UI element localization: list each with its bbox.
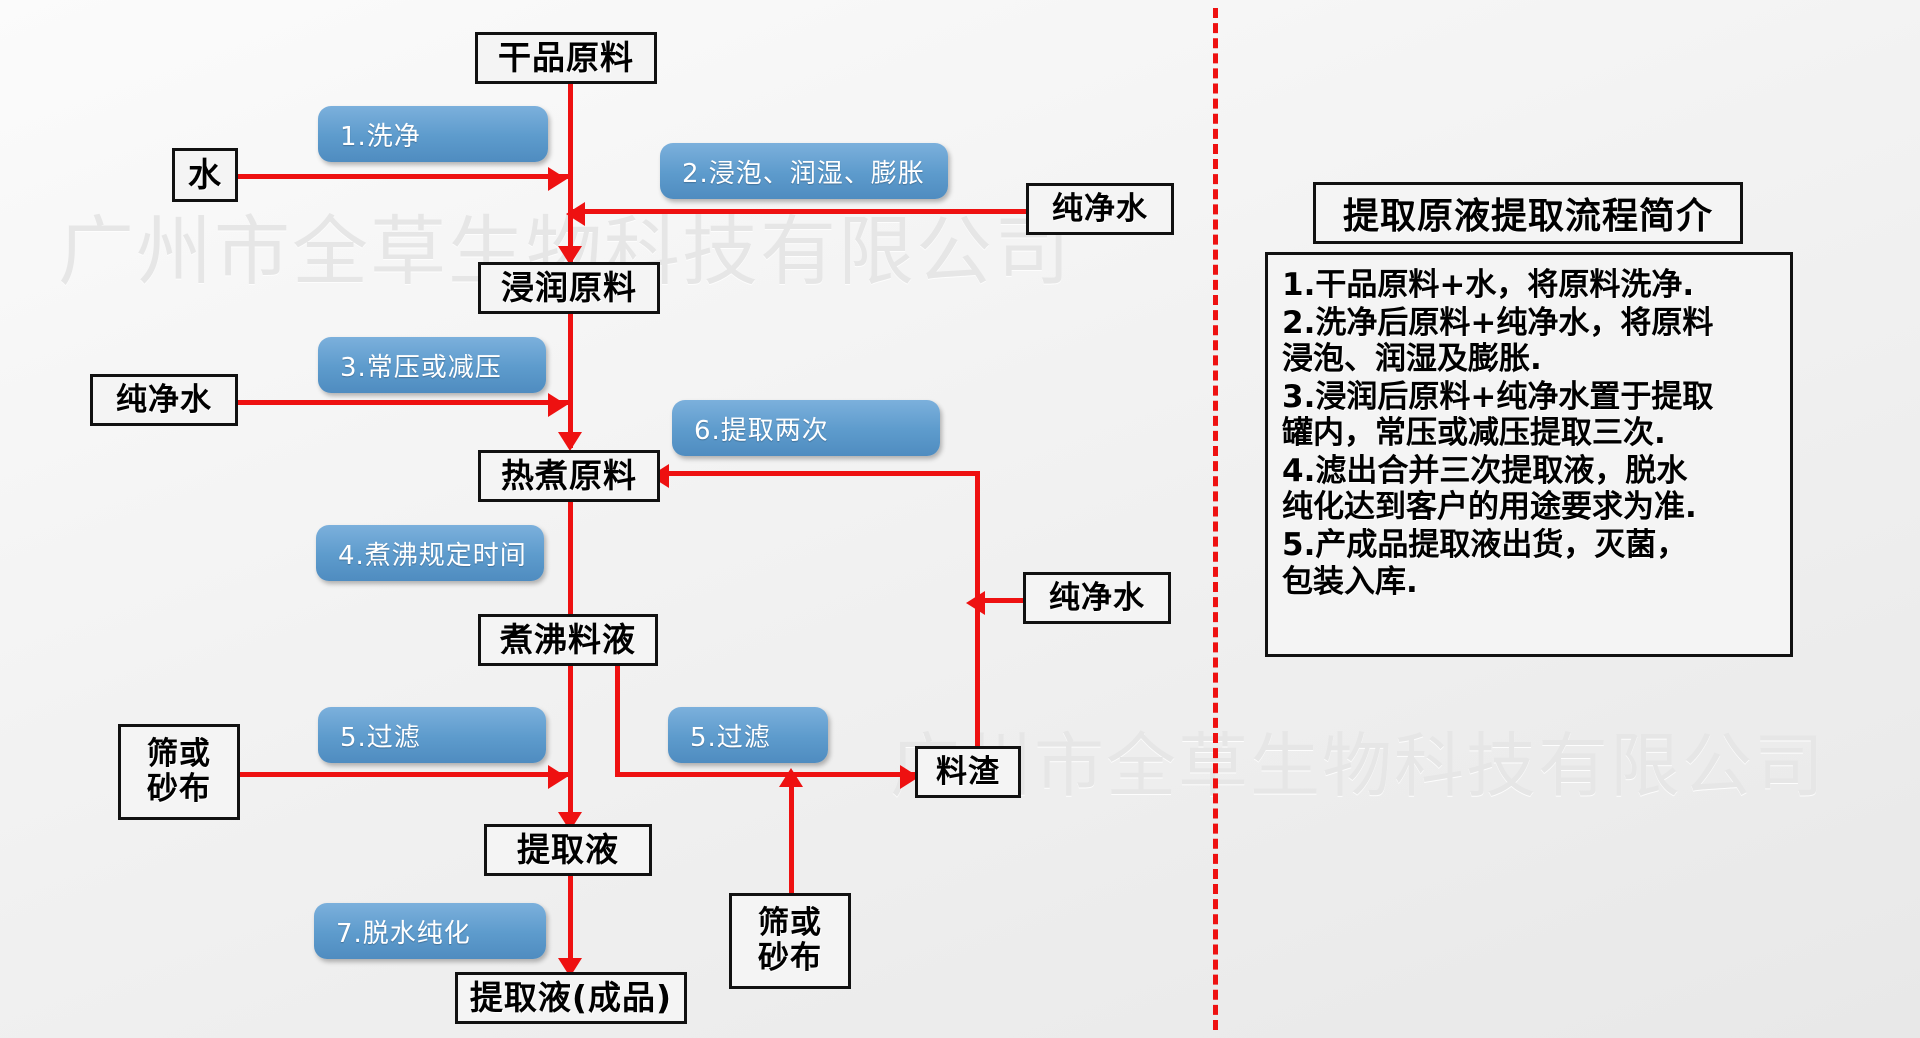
connector-dry-to-soaked: [568, 82, 573, 278]
node-sieve-cloth-1[interactable]: 筛或 砂布: [118, 724, 240, 820]
connector-hotboil-to-boiled: [568, 502, 573, 634]
connector-loop-top: [660, 471, 980, 476]
legend-item-3: 3.浸润后原料+纯净水置于提取 罐内，常压或减压提取三次.: [1282, 378, 1714, 452]
connector-sieve1-to-trunk: [240, 772, 573, 777]
step-label-5a[interactable]: 5.过滤: [318, 707, 546, 763]
node-boiled-liquid-label: 煮沸料液: [500, 619, 636, 659]
node-water-label: 水: [188, 154, 222, 194]
step-label-4[interactable]: 4.煮沸规定时间: [316, 525, 544, 581]
arrow-dry-to-soaked: [558, 246, 582, 265]
connector-purewater3-to-loop: [978, 598, 1023, 603]
legend-item-5: 5.产成品提取液出货，灭菌， 包装入库.: [1282, 527, 1688, 600]
arrow-water-to-trunk: [548, 167, 567, 191]
connector-boiled-to-residue-v: [615, 664, 620, 775]
connector-purewater2-to-trunk: [238, 400, 573, 405]
node-hot-boil-material[interactable]: 热煮原料: [478, 450, 660, 502]
arrow-sieve1-to-trunk: [548, 765, 567, 789]
step-label-1-text: 1.洗净: [340, 121, 421, 152]
node-boiled-liquid[interactable]: 煮沸料液: [478, 614, 658, 666]
connector-soaked-to-hotboil: [568, 314, 573, 448]
step-label-1[interactable]: 1.洗净: [318, 106, 548, 162]
node-dry-material-label: 干品原料: [498, 37, 634, 77]
node-pure-water-3[interactable]: 纯净水: [1023, 572, 1171, 624]
node-residue-label: 料渣: [936, 753, 1000, 790]
step-label-5b-text: 5.过滤: [690, 722, 771, 753]
connector-boiled-to-residue-h: [615, 772, 915, 777]
connector-sieve2-up: [789, 785, 794, 895]
node-pure-water-1-label: 纯净水: [1052, 190, 1148, 227]
arrow-sieve2-up: [779, 768, 803, 787]
node-pure-water-2[interactable]: 纯净水: [90, 374, 238, 426]
connector-loop-vertical: [975, 471, 980, 776]
node-dry-material[interactable]: 干品原料: [475, 32, 657, 84]
node-soaked-material-label: 浸润原料: [501, 267, 637, 307]
legend-item-1: 1.干品原料+水，将原料洗净.: [1282, 267, 1695, 303]
legend-title-text: 提取原液提取流程简介: [1342, 196, 1713, 237]
node-residue[interactable]: 料渣: [915, 746, 1021, 798]
step-label-3[interactable]: 3.常压或减压: [318, 337, 546, 393]
node-water[interactable]: 水: [172, 148, 238, 202]
connector-residue-stub: [975, 700, 980, 760]
node-sieve-cloth-2-label: 筛或 砂布: [758, 905, 822, 976]
node-final-product[interactable]: 提取液(成品): [455, 972, 687, 1024]
connector-boiled-to-extract: [568, 664, 573, 828]
step-label-2[interactable]: 2.浸泡、润湿、膨胀: [660, 143, 948, 199]
arrow-boiled-to-residue: [900, 765, 919, 789]
step-label-2-text: 2.浸泡、润湿、膨胀: [682, 158, 925, 189]
dashed-divider: [1213, 8, 1218, 1030]
node-final-product-label: 提取液(成品): [469, 977, 673, 1017]
step-label-7-text: 7.脱水纯化: [336, 918, 471, 949]
step-label-6-text: 6.提取两次: [694, 415, 829, 446]
node-hot-boil-material-label: 热煮原料: [501, 455, 637, 495]
node-pure-water-2-label: 纯净水: [116, 381, 212, 418]
legend-body: 1.干品原料+水，将原料洗净. 2.洗净后原料+纯净水，将原料 浸泡、润湿及膨胀…: [1265, 252, 1793, 657]
legend-item-2: 2.洗净后原料+纯净水，将原料 浸泡、润湿及膨胀.: [1282, 304, 1714, 378]
step-label-5b[interactable]: 5.过滤: [668, 707, 828, 763]
step-label-4-text: 4.煮沸规定时间: [338, 540, 527, 571]
step-label-6[interactable]: 6.提取两次: [672, 400, 940, 456]
arrow-purewater1-to-trunk: [566, 202, 585, 226]
arrow-soaked-to-hotboil: [558, 432, 582, 451]
step-label-5a-text: 5.过滤: [340, 722, 421, 753]
legend-title: 提取原液提取流程简介: [1313, 182, 1743, 244]
step-label-7[interactable]: 7.脱水纯化: [314, 903, 546, 959]
step-label-3-text: 3.常压或减压: [340, 352, 502, 383]
arrow-purewater3-to-loop: [966, 591, 985, 615]
watermark-bottom: 广州市全草生物科技有限公司: [890, 725, 1826, 807]
connector-water-to-trunk: [238, 174, 573, 179]
node-extract-liquid-label: 提取液: [517, 829, 619, 869]
connector-extract-to-final: [568, 874, 573, 972]
node-pure-water-1[interactable]: 纯净水: [1026, 183, 1174, 235]
arrow-purewater2-to-trunk: [548, 393, 567, 417]
node-sieve-cloth-2[interactable]: 筛或 砂布: [729, 893, 851, 989]
connector-purewater1-to-trunk: [568, 209, 1026, 214]
node-sieve-cloth-1-label: 筛或 砂布: [147, 736, 211, 807]
node-soaked-material[interactable]: 浸润原料: [478, 262, 660, 314]
node-extract-liquid[interactable]: 提取液: [484, 824, 652, 876]
legend-item-4: 4.滤出合并三次提取液，脱水 纯化达到客户的用途要求为准.: [1282, 452, 1697, 526]
node-pure-water-3-label: 纯净水: [1049, 579, 1145, 616]
